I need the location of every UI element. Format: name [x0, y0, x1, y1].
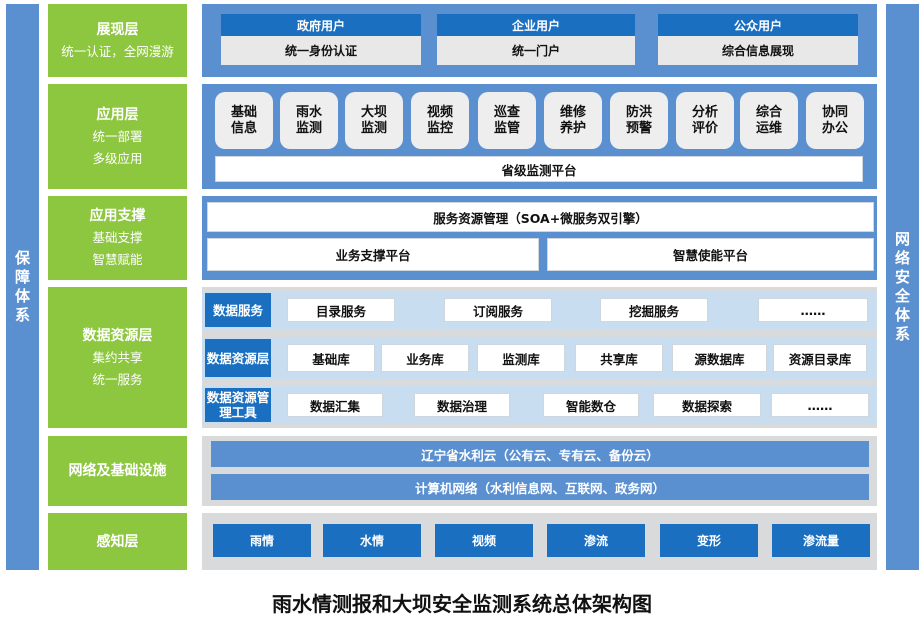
app-module-label: 基础信息 — [230, 104, 257, 136]
user-service-info-display: 综合信息展现 — [658, 36, 858, 65]
data-row-item: …… — [758, 298, 868, 322]
business-support-platform: 业务支撑平台 — [207, 238, 539, 271]
app-module-label: 协同办公 — [821, 104, 848, 136]
data-row-label: 数据资源层 — [205, 339, 271, 377]
layer-label-perception: 感知层 — [48, 513, 187, 570]
layer-title: 数据资源层 — [82, 327, 153, 344]
user-type-government: 政府用户 — [221, 14, 421, 36]
app-module-box: 协同办公 — [806, 92, 864, 149]
app-module-box: 基础信息 — [215, 92, 273, 149]
data-row-item: 源数据库 — [672, 344, 767, 372]
layer-subtitle: 统一部署 — [92, 128, 143, 144]
app-module-box: 防洪预警 — [610, 92, 668, 149]
layer-title: 网络及基础设施 — [68, 463, 167, 479]
computer-network-bar: 计算机网络（水利信息网、互联网、政务网） — [211, 474, 869, 500]
perception-item: 雨情 — [213, 524, 311, 557]
layer-label-app-support: 应用支撑 基础支撑 智慧赋能 — [48, 196, 187, 280]
data-row-item: 基础库 — [287, 344, 375, 372]
security-system-left-bar: 保障体系 — [6, 4, 39, 570]
layer-subtitle: 基础支撑 — [92, 230, 143, 245]
app-module-label: 防洪预警 — [625, 104, 652, 136]
user-type-enterprise: 企业用户 — [437, 14, 635, 36]
user-service-portal: 统一门户 — [437, 36, 635, 65]
water-cloud-bar: 辽宁省水利云（公有云、专有云、备份云） — [211, 441, 869, 467]
user-service-identity: 统一身份认证 — [221, 36, 421, 65]
layer-subtitle: 统一认证，全网漫游 — [61, 43, 174, 59]
app-module-label: 综合运维 — [755, 104, 782, 136]
data-row-item: 目录服务 — [287, 298, 395, 322]
app-module-box: 分析评价 — [676, 92, 734, 149]
layer-title: 感知层 — [96, 533, 139, 550]
layer-label-presentation: 展现层 统一认证，全网漫游 — [48, 4, 187, 77]
provincial-platform-bar: 省级监测平台 — [215, 156, 863, 182]
data-row-item: 业务库 — [381, 344, 469, 372]
layer-subtitle: 统一服务 — [92, 371, 143, 387]
app-module-label: 大坝监测 — [360, 104, 387, 136]
app-module-label: 视频监控 — [426, 104, 453, 136]
data-row-item: 监测库 — [477, 344, 565, 372]
app-module-box: 大坝监测 — [345, 92, 403, 149]
data-row-item: 数据汇集 — [287, 393, 383, 417]
app-module-label: 巡查监管 — [493, 104, 520, 136]
smart-enable-platform: 智慧使能平台 — [547, 238, 874, 271]
data-row-item: 订阅服务 — [444, 298, 552, 322]
service-resource-management: 服务资源管理（SOA+微服务双引擎） — [207, 202, 874, 232]
layer-label-application: 应用层 统一部署 多级应用 — [48, 84, 187, 189]
layer-subtitle: 多级应用 — [92, 150, 143, 166]
data-row-item: 数据探索 — [653, 393, 761, 417]
perception-item: 视频 — [435, 524, 533, 557]
user-type-public: 公众用户 — [658, 14, 858, 36]
layer-subtitle: 智慧赋能 — [92, 252, 143, 267]
perception-item: 变形 — [660, 524, 758, 557]
app-module-box: 巡查监管 — [478, 92, 536, 149]
app-module-box: 综合运维 — [740, 92, 798, 149]
perception-item: 渗流 — [547, 524, 645, 557]
layer-label-data-resource: 数据资源层 集约共享 统一服务 — [48, 287, 187, 428]
perception-panel — [202, 513, 877, 570]
right-bar-label: 网络安全体系 — [894, 230, 910, 343]
perception-item: 渗流量 — [772, 524, 870, 557]
data-row-item: 资源目录库 — [773, 344, 867, 372]
layer-title: 应用支撑 — [89, 208, 146, 224]
layer-title: 应用层 — [96, 106, 139, 123]
layer-subtitle: 集约共享 — [92, 349, 143, 365]
data-row-item: 数据治理 — [414, 393, 510, 417]
app-module-label: 分析评价 — [691, 104, 718, 136]
app-module-box: 视频监控 — [411, 92, 469, 149]
data-row-item: 挖掘服务 — [600, 298, 708, 322]
data-row-label: 数据服务 — [205, 293, 271, 327]
perception-item: 水情 — [323, 524, 421, 557]
app-module-box: 雨水监测 — [280, 92, 338, 149]
app-module-label: 雨水监测 — [295, 104, 322, 136]
data-row-item: 共享库 — [575, 344, 663, 372]
app-module-box: 维修养护 — [544, 92, 602, 149]
data-row-item: …… — [771, 393, 869, 417]
network-security-right-bar: 网络安全体系 — [886, 4, 919, 570]
left-bar-label: 保障体系 — [14, 249, 30, 324]
layer-label-network: 网络及基础设施 — [48, 436, 187, 506]
data-row-label: 数据资源管理工具 — [205, 388, 271, 422]
data-row-item: 智能数仓 — [543, 393, 639, 417]
layer-title: 展现层 — [96, 21, 139, 38]
diagram-caption: 雨水情测报和大坝安全监测系统总体架构图 — [272, 592, 652, 616]
app-module-label: 维修养护 — [559, 104, 586, 136]
